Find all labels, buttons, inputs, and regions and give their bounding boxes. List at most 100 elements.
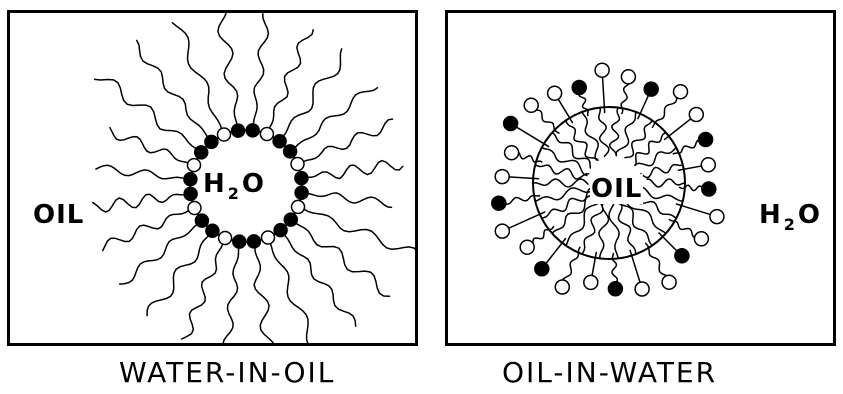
polar-head-group — [548, 86, 562, 100]
ionized-head-group — [246, 124, 259, 137]
water-medium-subscript: 2 — [784, 215, 796, 234]
ionized-head-group — [535, 262, 549, 276]
surfactant-stem — [508, 177, 539, 179]
polar-head-group — [710, 210, 724, 224]
oil-medium-label: OIL — [33, 200, 84, 230]
polar-head-group — [694, 232, 708, 246]
surfactant-stem — [659, 233, 678, 252]
oil-in-water-caption: OIL-IN-WATER — [502, 356, 717, 389]
surfactant-tail — [93, 194, 185, 212]
water-medium-label: H2O — [759, 200, 821, 230]
ionized-head-group — [675, 249, 689, 263]
ionized-head-group — [572, 81, 586, 95]
surfactant-tail — [647, 179, 685, 187]
ionized-head-group — [206, 224, 219, 237]
ionized-head-group — [274, 224, 287, 237]
surfactant-tail — [96, 165, 184, 179]
polar-head-group — [188, 202, 201, 215]
polar-head-group — [662, 275, 676, 289]
ionized-head-group — [247, 235, 260, 248]
surfactant-tail — [303, 119, 393, 162]
polar-head-group — [262, 231, 275, 244]
ionized-head-group — [702, 182, 716, 196]
surfactant-tail — [582, 112, 598, 160]
surfactant-tail — [137, 40, 208, 137]
polar-head-group — [635, 282, 649, 296]
surfactant-tail — [641, 165, 683, 178]
surfactant-tail — [254, 247, 275, 343]
polar-head-group — [495, 170, 509, 184]
surfactant-tail — [635, 133, 666, 166]
polar-head-group — [689, 108, 703, 122]
polar-head-group — [292, 200, 305, 213]
ionized-head-group — [295, 172, 308, 185]
polar-head-group — [621, 70, 635, 84]
surfactant-stem — [533, 226, 554, 244]
polar-head-group — [291, 158, 304, 171]
water-medium-h: H — [759, 200, 782, 230]
polar-head-group — [218, 128, 231, 141]
surfactant-stem — [678, 166, 703, 171]
polar-head-group — [260, 128, 273, 141]
polar-head-group — [674, 85, 688, 99]
polar-head-group — [495, 224, 509, 238]
polar-head-group — [595, 63, 609, 77]
ionized-head-group — [295, 186, 308, 199]
surfactant-tail — [223, 248, 239, 343]
surfactant-tail — [95, 79, 197, 148]
surfactant-tail — [535, 188, 590, 201]
ionized-head-group — [205, 135, 218, 148]
water-in-oil-caption: WATER-IN-OIL — [119, 356, 335, 389]
surfactant-stem — [645, 243, 667, 276]
ionized-head-group — [608, 282, 622, 296]
surfactant-tail — [552, 133, 590, 168]
surfactant-tail — [284, 235, 355, 326]
surfactant-stem — [508, 212, 545, 229]
water-in-oil-panel: OIL H2O — [7, 10, 418, 346]
surfactant-tail — [103, 210, 189, 250]
water-core-subscript: 2 — [228, 184, 240, 203]
ionized-head-group — [492, 196, 506, 210]
surfactant-tail — [110, 128, 189, 163]
polar-head-group — [505, 146, 519, 160]
surfactant-tail — [599, 108, 609, 157]
surfactant-tail — [609, 196, 619, 258]
surfactant-tail — [147, 236, 209, 316]
surfactant-tail — [283, 49, 341, 136]
surfactant-tail — [307, 161, 402, 179]
ionized-head-group — [195, 146, 208, 159]
surfactant-tail — [120, 224, 198, 284]
ionized-head-group — [284, 145, 297, 158]
oil-core-label: OIL — [590, 174, 643, 204]
surfactant-tail — [599, 198, 609, 258]
water-core-o: O — [242, 169, 265, 199]
ionized-head-group — [233, 235, 246, 248]
surfactant-stem — [664, 118, 692, 140]
surfactant-tail — [253, 14, 268, 125]
surfactant-stem — [558, 98, 573, 123]
polar-head-group — [219, 232, 232, 245]
polar-head-group — [188, 159, 201, 172]
water-medium-o: O — [798, 200, 821, 230]
ionized-head-group — [184, 173, 197, 186]
polar-head-group — [701, 158, 715, 172]
surfactant-stem — [669, 219, 695, 238]
ionized-head-group — [195, 214, 208, 227]
surfactant-stem — [516, 127, 549, 147]
surfactant-tail — [172, 23, 221, 129]
ionized-head-group — [232, 124, 245, 137]
water-core-h: H — [203, 169, 226, 199]
surfactant-stem — [592, 252, 597, 277]
polar-head-group — [520, 240, 534, 254]
surfactant-tail — [542, 148, 587, 176]
surfactant-tail — [295, 88, 378, 148]
surfactant-stem — [612, 253, 617, 283]
surfactant-tail — [304, 209, 416, 251]
polar-head-group — [555, 280, 569, 294]
surfactant-tail — [308, 193, 392, 208]
surfactant-tail — [610, 108, 620, 156]
polar-head-group — [524, 98, 538, 112]
surfactant-tail — [269, 30, 313, 129]
